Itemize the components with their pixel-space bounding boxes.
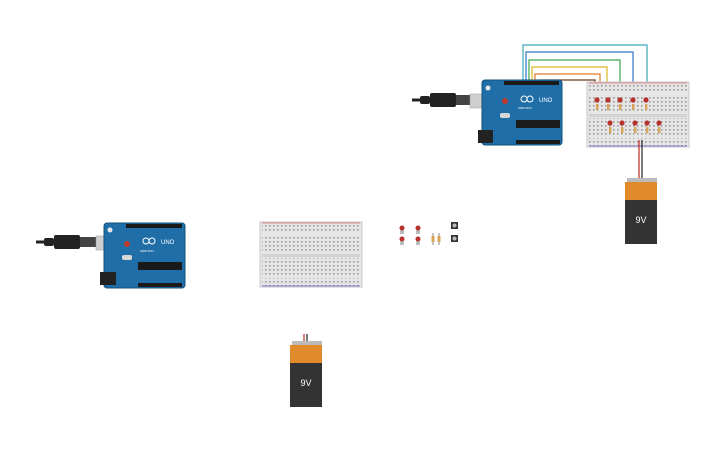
battery-wires <box>638 140 643 180</box>
arduino-top-model: UNO <box>539 98 553 104</box>
usb-cable-top <box>412 93 493 109</box>
assembled-circuit[interactable]: UNO ARDUINO <box>412 44 690 244</box>
breadboard-leds[interactable] <box>594 97 662 126</box>
battery-bottom-label: 9V <box>300 378 311 388</box>
pushbutton-part[interactable] <box>451 222 458 229</box>
resistor-part[interactable] <box>437 233 441 245</box>
led-part[interactable] <box>399 225 405 235</box>
led-part[interactable] <box>399 236 405 246</box>
battery-9v-bottom[interactable]: 9V <box>290 334 322 407</box>
arduino-top-brand: ARDUINO <box>518 106 533 110</box>
led-part[interactable] <box>415 236 421 246</box>
breadboard-resistors[interactable] <box>596 104 661 133</box>
arduino-uno-top[interactable]: UNO ARDUINO <box>478 79 563 146</box>
breadboard-middle[interactable] <box>259 221 363 288</box>
component-parts[interactable] <box>399 222 459 246</box>
arduino-left-model: UNO <box>161 240 175 246</box>
battery-right-label: 9V <box>635 215 646 225</box>
led-part[interactable] <box>415 225 421 235</box>
arduino-uno-left[interactable]: UNO ARDUINO <box>36 222 186 289</box>
battery-9v-right[interactable]: 9V <box>625 178 657 244</box>
breadboard-top[interactable] <box>586 81 690 148</box>
resistor-part[interactable] <box>431 233 435 245</box>
arduino-left-brand: ARDUINO <box>140 249 155 253</box>
pushbutton-part[interactable] <box>451 235 458 242</box>
